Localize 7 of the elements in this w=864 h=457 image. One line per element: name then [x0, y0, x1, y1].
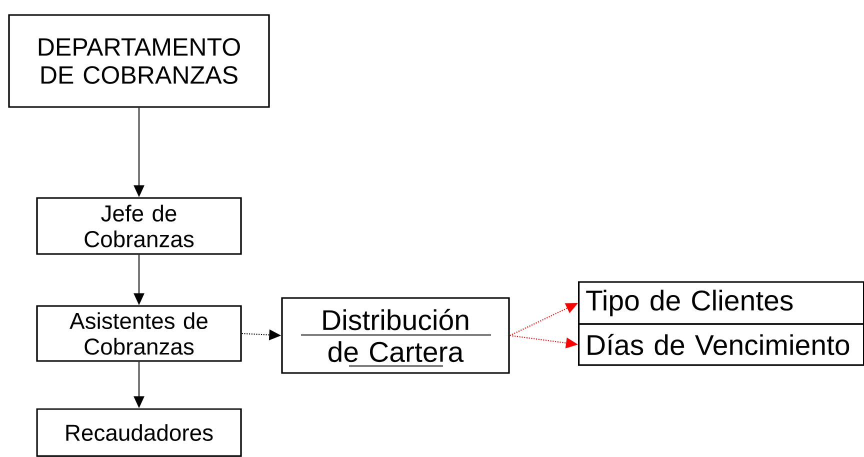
org-box: Distribución de Cartera [281, 297, 510, 374]
org-box: Tipo de Clientes [578, 281, 864, 325]
org-box: Jefe de Cobranzas [36, 197, 242, 255]
org-box: Recaudadores [36, 408, 242, 457]
org-box: Asistentes de Cobranzas [36, 305, 242, 362]
org-box: DEPARTAMENTO DE COBRANZAS [8, 14, 270, 108]
org-box: Días de Vencimiento [578, 323, 864, 366]
